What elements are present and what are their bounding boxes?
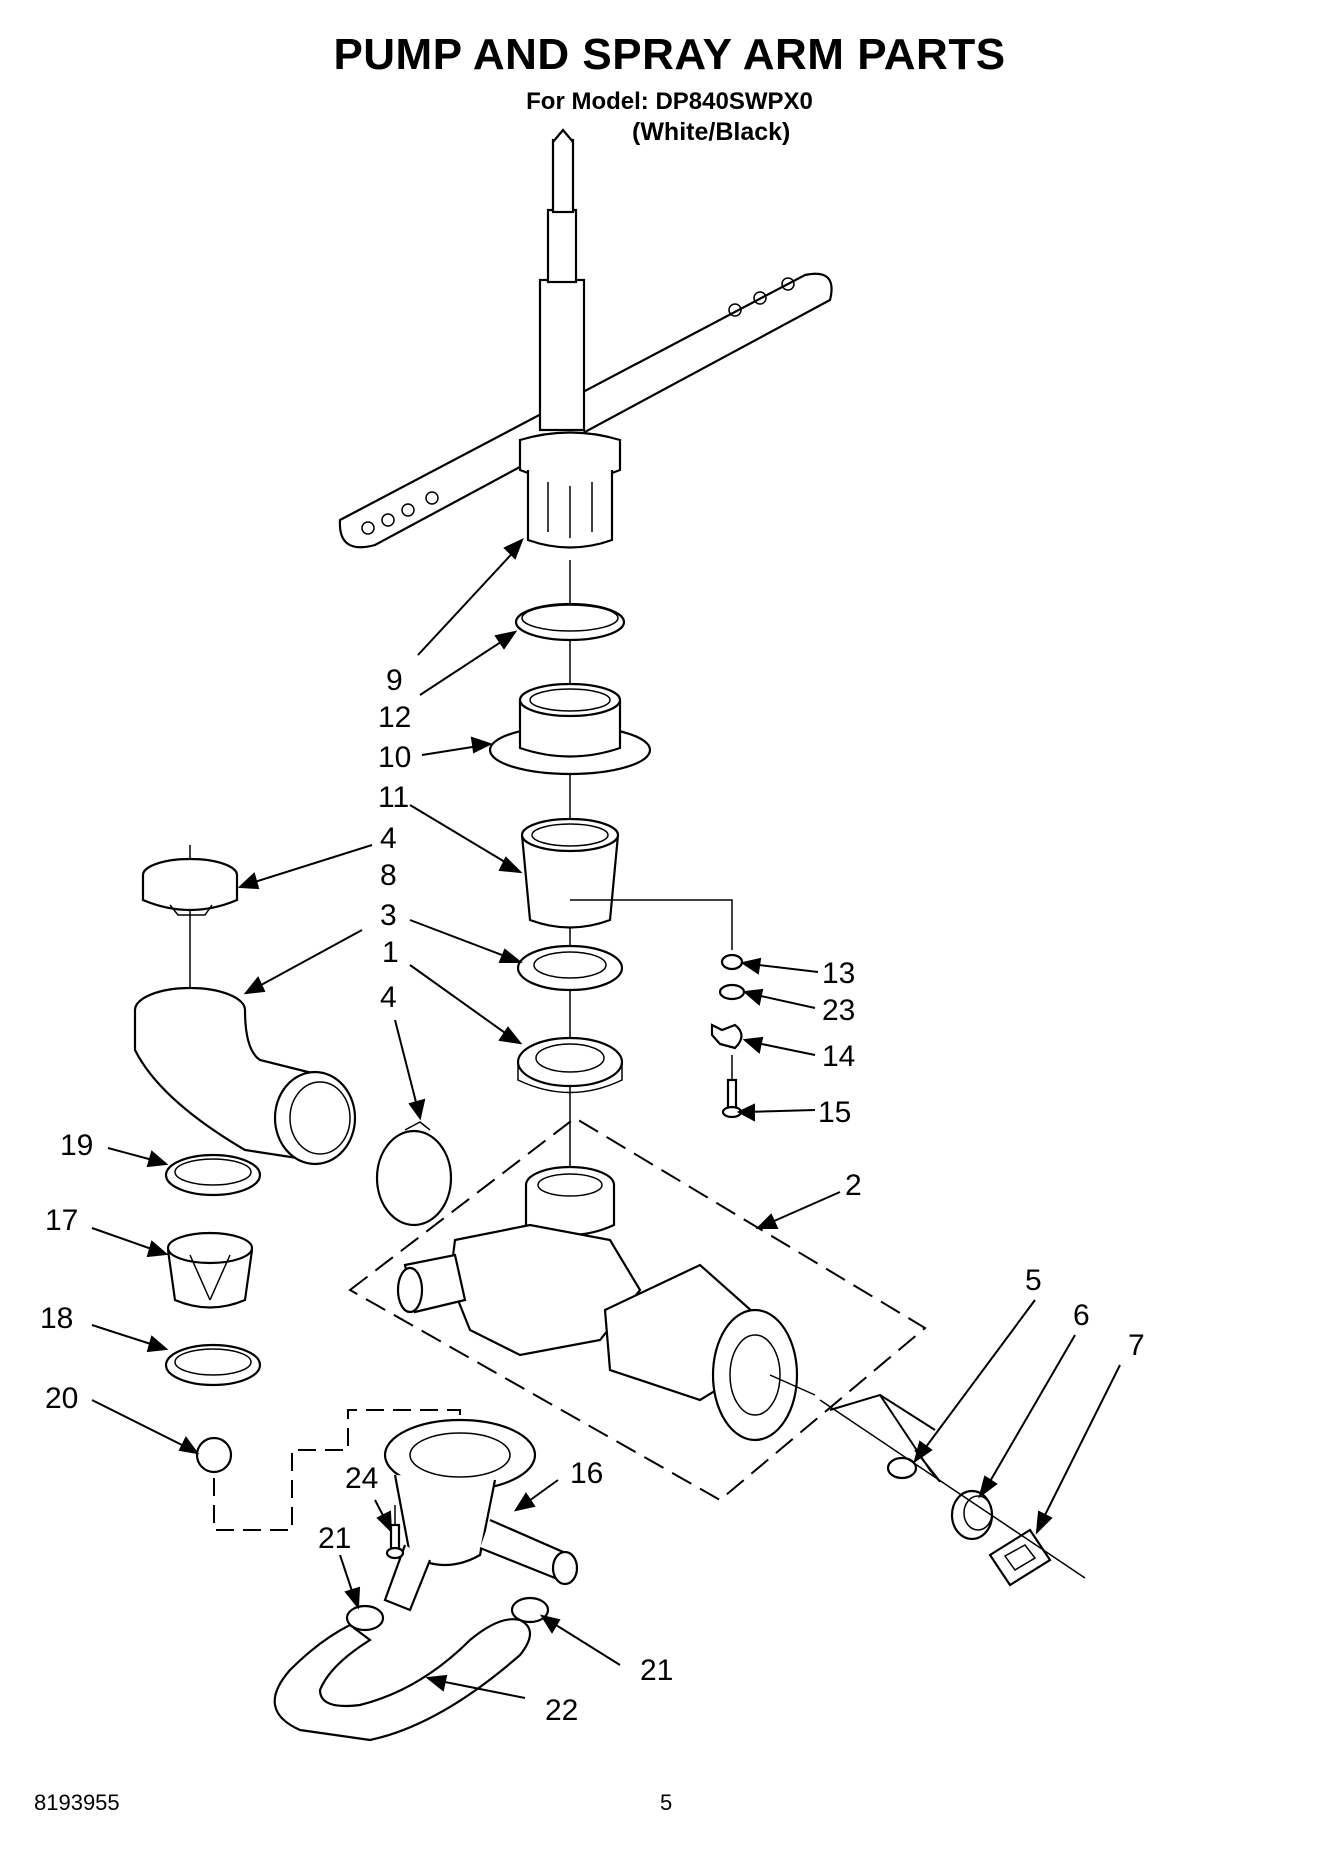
part-17-filter [166,1231,254,1309]
part-16-sump-housing [383,1418,579,1612]
callout-1: 1 [382,936,399,969]
callout-11: 11 [378,781,409,814]
part-4-hose-clamp-upper [141,857,239,916]
part-14-bracket [710,1023,743,1050]
callout-23: 23 [822,994,855,1027]
part-22-drain-hose [273,1618,532,1742]
right-axis-line [819,1399,1086,1579]
leader-13-axis [570,899,733,950]
callout-20: 20 [45,1382,78,1415]
callout-3: 3 [380,899,397,932]
part-11-manifold [520,817,620,929]
callout-5: 5 [1025,1264,1042,1297]
callout-7: 7 [1128,1329,1145,1362]
lower-spray-arm [338,128,833,549]
part-4-hose-clamp-lower [375,1121,453,1227]
callout-17: 17 [45,1204,78,1237]
callout-6: 6 [1073,1299,1090,1332]
part-18-ring [164,1343,262,1387]
part-3-elbow-hose [133,986,357,1166]
page-title: PUMP AND SPRAY ARM PARTS [333,30,1006,79]
callout-4-lower: 4 [380,981,397,1014]
part-8-seal [516,944,624,992]
callout-21-right: 21 [640,1654,673,1687]
document-number: 8193955 [34,1790,120,1815]
part-24-screw [385,1505,405,1560]
part-1-gasket [516,1036,624,1094]
callout-16: 16 [570,1457,603,1490]
callout-10: 10 [378,741,411,774]
callout-24: 24 [345,1462,378,1495]
callout-2: 2 [845,1169,862,1202]
callout-18: 18 [40,1302,73,1335]
color-variant-label: (White/Black) [632,118,791,146]
part-6-grommet [950,1489,994,1541]
page-number: 5 [660,1790,673,1815]
pump-assembly-boundary [348,1116,927,1502]
callout-12: 12 [378,701,411,734]
callout-14: 14 [822,1040,855,1073]
leader-lines [91,538,1121,1699]
part-21-hose-clamp-left [345,1604,385,1632]
part-15-screw [721,1055,743,1119]
part-7-gasket [988,1528,1052,1587]
connection-line-20-16 [213,1409,461,1531]
callout-19: 19 [60,1129,93,1162]
part-10-arm-support [488,682,652,776]
callout-8: 8 [380,859,397,892]
callout-4-upper: 4 [380,822,397,855]
part-23-washer [718,983,746,1001]
part-21-hose-clamp-right [510,1596,550,1624]
callout-13: 13 [822,957,855,990]
callout-15: 15 [818,1096,851,1129]
part-13-nut [720,953,744,971]
part-2-pump-motor-assembly [396,1165,816,1442]
part-5-wire-clip [829,1393,941,1483]
part-12-retaining-ring [514,602,626,642]
callout-21-left: 21 [318,1522,351,1555]
callout-9: 9 [386,664,403,697]
callout-22: 22 [545,1694,578,1727]
part-20-ball [195,1436,233,1474]
part-19-ring [164,1153,262,1197]
model-label: For Model: DP840SWPX0 [526,88,813,115]
